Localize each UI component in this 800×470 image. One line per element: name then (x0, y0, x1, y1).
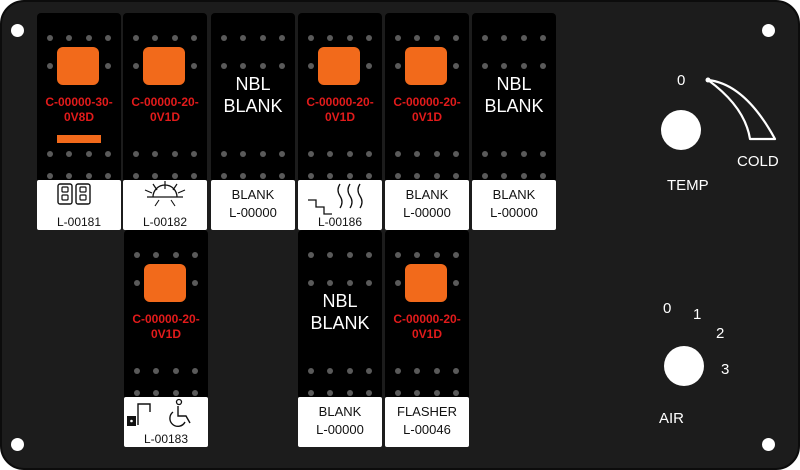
air-position-1: 1 (693, 306, 702, 323)
switch-2[interactable]: C-00000-20- 0V1D (123, 13, 207, 183)
indicator-dots (395, 151, 459, 157)
switch-1[interactable]: C-00000-30- 0V8D (37, 13, 121, 183)
switch-code: C-00000-20- 0V1D (131, 95, 199, 124)
orange-rocker-pad (143, 47, 185, 85)
air-knob[interactable] (664, 346, 704, 386)
label-code: L-00182 (142, 215, 188, 229)
legend-label-2: L-00182 (123, 180, 207, 230)
orange-rocker-pad (405, 47, 447, 85)
switch-7[interactable]: C-00000-20- 0V1D (124, 230, 208, 400)
switch-6[interactable]: NBL BLANK (472, 13, 556, 183)
orange-rocker-pad (57, 47, 99, 85)
label-line-1: BLANK (231, 187, 275, 202)
legend-label-1: L-00181 (37, 180, 121, 230)
light-icon (144, 181, 186, 207)
legend-label-9: FLASHER L-00046 (385, 397, 469, 447)
label-line-1: FLASHER (397, 404, 457, 419)
indicator-dots (221, 35, 285, 41)
indicator-dots (134, 390, 198, 396)
indicator-dots (134, 368, 198, 374)
temp-cold-arc (705, 77, 777, 141)
temp-knob[interactable] (661, 110, 701, 150)
label-code: L-00181 (56, 215, 102, 229)
indicator-dots (133, 35, 197, 41)
label-line-2: L-00000 (490, 205, 538, 220)
indicator-dots (221, 173, 285, 179)
mount-hole-bottom-right (762, 438, 775, 451)
label-code: L-00183 (143, 432, 189, 446)
indicator-dots (482, 173, 546, 179)
temp-label: TEMP (667, 177, 709, 194)
switch-blank-text: NBL BLANK (310, 291, 370, 333)
label-line-1: BLANK (405, 187, 449, 202)
indicator-dots (47, 151, 111, 157)
switch-code: C-00000-20- 0V1D (132, 312, 200, 341)
indicator-dots (308, 368, 372, 374)
label-line-2: L-00000 (403, 205, 451, 220)
air-label: AIR (659, 410, 685, 427)
switch-9[interactable]: C-00000-20- 0V1D (385, 230, 469, 400)
indicator-dots (395, 252, 459, 258)
indicator-dots (482, 35, 546, 41)
indicator-dots (395, 390, 459, 396)
indicator-dots (221, 151, 285, 157)
legend-label-6: BLANK L-00000 (472, 180, 556, 230)
indicator-dots (133, 173, 197, 179)
mount-hole-bottom-left (11, 438, 24, 451)
indicator-dots (308, 280, 372, 286)
indicator-dots (308, 173, 372, 179)
air-position-2: 2 (716, 325, 725, 342)
temp-zero-label: 0 (677, 72, 686, 89)
label-line-1: BLANK (492, 187, 536, 202)
switch-5[interactable]: C-00000-20- 0V1D (385, 13, 469, 183)
indicator-dots (482, 151, 546, 157)
indicator-dots (134, 252, 198, 258)
indicator-dots (47, 173, 111, 179)
label-line-2: L-00046 (403, 422, 451, 437)
switch-blank-text: NBL BLANK (223, 74, 283, 116)
legend-label-3: BLANK L-00000 (211, 180, 295, 230)
indicator-dots (308, 151, 372, 157)
indicator-dots (221, 63, 285, 69)
indicator-dots (47, 35, 111, 41)
orange-indicator-bar (57, 135, 101, 143)
label-line-1: BLANK (318, 404, 362, 419)
air-position-0: 0 (663, 300, 672, 317)
dual-rocker-icon (57, 183, 91, 205)
indicator-dots (395, 35, 459, 41)
legend-label-8: BLANK L-00000 (298, 397, 382, 447)
switch-blank-text: NBL BLANK (484, 74, 544, 116)
indicator-dots (308, 390, 372, 396)
heat-step-icon (308, 183, 363, 215)
door-accessible-icon (127, 398, 191, 428)
label-code: L-00186 (317, 215, 363, 229)
switch-4[interactable]: C-00000-20- 0V1D (298, 13, 382, 183)
switch-8[interactable]: NBL BLANK (298, 230, 382, 400)
mount-hole-top-right (762, 24, 775, 37)
indicator-dots (308, 252, 372, 258)
air-position-3: 3 (721, 361, 730, 378)
switch-code: C-00000-20- 0V1D (393, 312, 461, 341)
indicator-dots (395, 173, 459, 179)
orange-rocker-pad (318, 47, 360, 85)
legend-label-5: BLANK L-00000 (385, 180, 469, 230)
indicator-dots (395, 368, 459, 374)
legend-label-4: L-00186 (298, 180, 382, 230)
legend-label-7: L-00183 (124, 397, 208, 447)
switch-code: C-00000-30- 0V8D (45, 95, 113, 124)
label-line-2: L-00000 (316, 422, 364, 437)
orange-rocker-pad (144, 264, 186, 302)
indicator-dots (308, 35, 372, 41)
indicator-dots (482, 63, 546, 69)
switch-code: C-00000-20- 0V1D (393, 95, 461, 124)
indicator-dots (133, 151, 197, 157)
switch-3[interactable]: NBL BLANK (211, 13, 295, 183)
switch-code: C-00000-20- 0V1D (306, 95, 374, 124)
temp-cold-label: COLD (737, 153, 779, 170)
mount-hole-top-left (11, 24, 24, 37)
orange-rocker-pad (405, 264, 447, 302)
label-line-2: L-00000 (229, 205, 277, 220)
